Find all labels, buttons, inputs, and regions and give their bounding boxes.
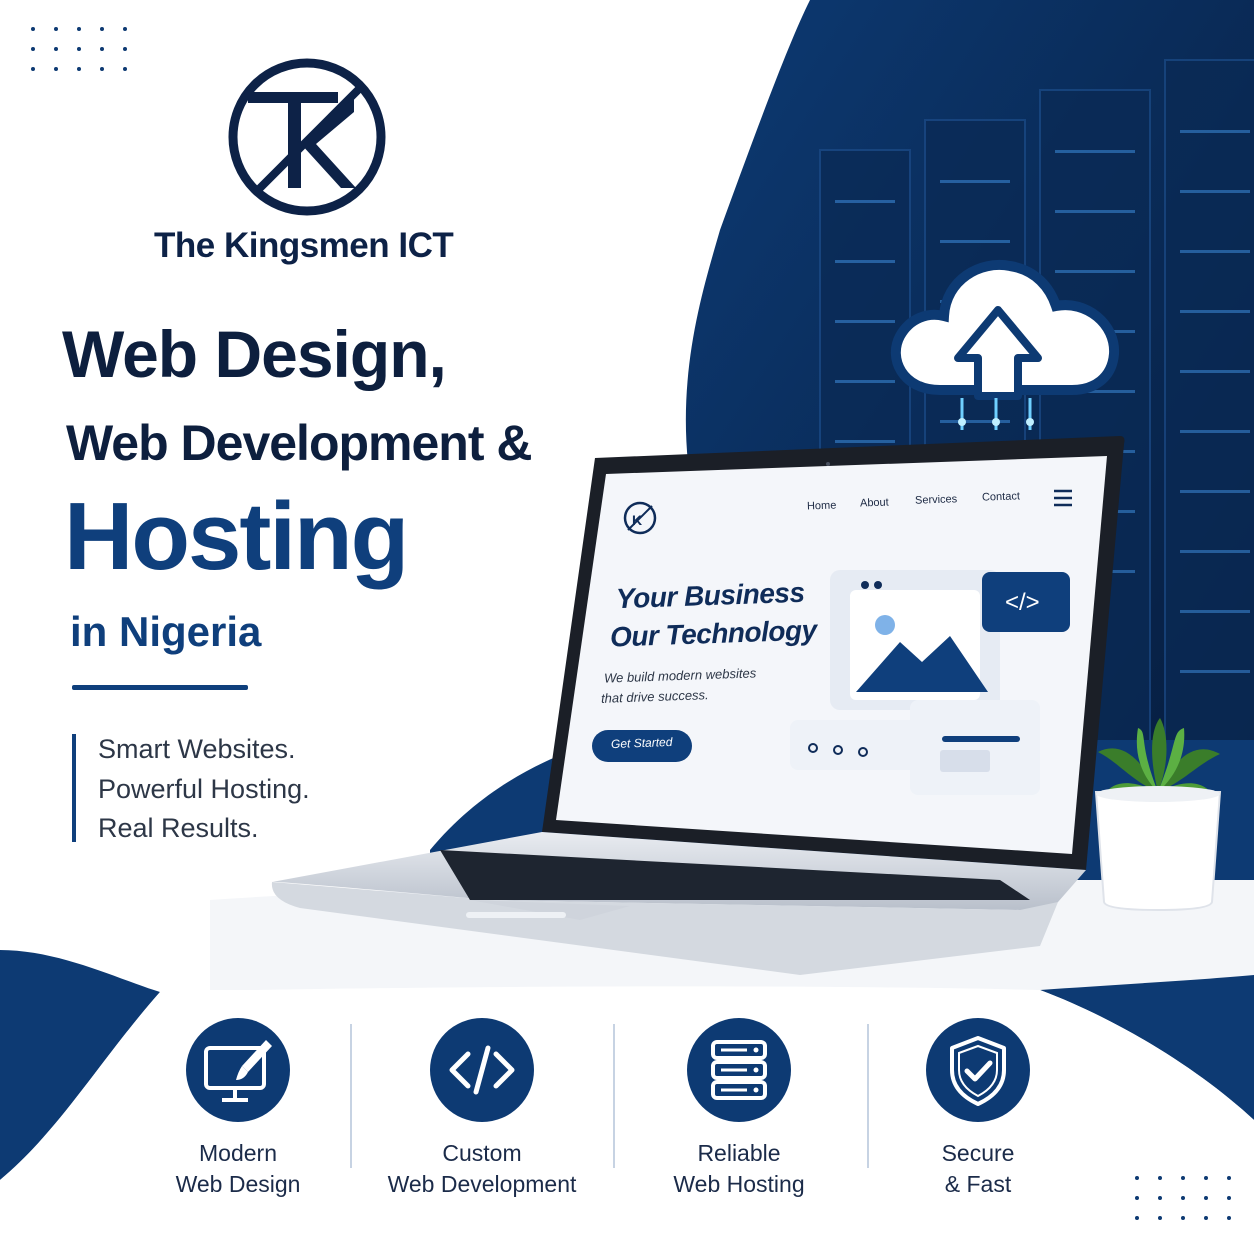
headline-line-1: Web Design, (62, 317, 447, 391)
feature-divider (350, 1024, 352, 1168)
svg-text:K: K (632, 512, 642, 528)
monitor-brush-icon (186, 1018, 290, 1122)
cloud-upload-icon (890, 260, 1120, 430)
tk-logo-icon (228, 58, 386, 216)
brand-name: The Kingsmen ICT (154, 226, 454, 265)
tagline-line-2: Powerful Hosting. (98, 773, 310, 804)
feature-divider (613, 1024, 615, 1168)
server-icon (687, 1018, 791, 1122)
feature-4-line-2: & Fast (944, 1171, 1012, 1197)
feature-4-line-1: Secure (941, 1140, 1015, 1166)
headline-line-4: in Nigeria (70, 608, 262, 655)
decorative-dot-grid-top-left (31, 27, 127, 71)
feature-custom-web-development: Custom Web Development (362, 1018, 602, 1200)
screen-nav-about: About (859, 496, 889, 510)
feature-modern-web-design: Modern Web Design (118, 1018, 358, 1200)
feature-1-line-2: Web Design (175, 1171, 301, 1197)
feature-3-line-2: Web Hosting (673, 1171, 805, 1197)
tagline-line-1: Smart Websites. (98, 734, 296, 764)
feature-reliable-web-hosting: Reliable Web Hosting (619, 1018, 859, 1200)
title-divider (72, 685, 248, 690)
feature-2-line-2: Web Development (387, 1171, 577, 1197)
screen-nav-services: Services (914, 493, 958, 507)
features-row: Modern Web Design Custom Web Development (0, 1010, 1254, 1210)
screen-headline-line-1: Your Business (615, 576, 805, 615)
headline-line-2: Web Development & (66, 415, 532, 471)
screen-nav-contact: Contact (981, 490, 1021, 504)
potted-plant-icon (1094, 718, 1222, 912)
feature-1-line-1: Modern (199, 1140, 277, 1166)
feature-3-line-1: Reliable (697, 1140, 781, 1166)
svg-text:</>: </> (1005, 589, 1040, 616)
tagline-accent-bar (72, 734, 76, 842)
tagline: Smart Websites. Powerful Hosting. Real R… (98, 730, 310, 849)
laptop-illustration: K </> (271, 436, 1125, 975)
feature-2-line-1: Custom (442, 1140, 522, 1166)
feature-secure-and-fast: Secure & Fast (858, 1018, 1098, 1200)
feature-divider (867, 1024, 869, 1168)
headline-line-3: Hosting (64, 483, 409, 590)
screen-nav-home: Home (806, 499, 837, 513)
shield-check-icon (926, 1018, 1030, 1122)
code-icon (430, 1018, 534, 1122)
tagline-line-3: Real Results. (98, 813, 259, 843)
decorative-dot-grid-bottom-right (1135, 1176, 1231, 1220)
screen-get-started-button: Get Started (610, 734, 673, 752)
